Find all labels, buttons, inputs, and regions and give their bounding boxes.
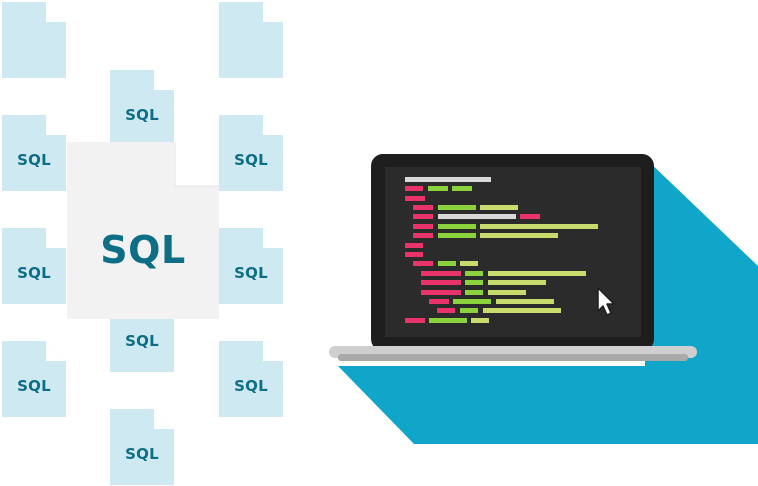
document-icon (2, 341, 66, 417)
file-label: SQL (125, 445, 159, 463)
code-token (421, 271, 461, 276)
laptop-base-lip (338, 354, 688, 361)
code-token (421, 290, 461, 295)
sql-file: SQL (219, 115, 283, 191)
document-icon (2, 228, 66, 304)
code-token (413, 261, 433, 266)
code-token (438, 261, 456, 266)
document-icon (219, 228, 283, 304)
code-token (405, 243, 423, 248)
sql-file (219, 2, 283, 78)
document-icon (219, 341, 283, 417)
document-icon (67, 142, 219, 319)
code-token (488, 271, 586, 276)
code-token (413, 224, 433, 229)
code-token (437, 308, 455, 313)
code-token (488, 280, 546, 285)
sql-file (2, 2, 66, 78)
file-label: SQL (125, 332, 159, 350)
code-token (480, 224, 598, 229)
document-icon (110, 409, 174, 485)
code-token (405, 186, 423, 191)
sql-file: SQL (110, 70, 174, 146)
sql-file: SQL (2, 115, 66, 191)
code-token (438, 205, 476, 210)
document-icon (2, 2, 66, 78)
file-label: SQL (234, 377, 268, 395)
sql-file: SQL (219, 341, 283, 417)
file-label: SQL (17, 151, 51, 169)
code-token (421, 280, 461, 285)
code-token (413, 214, 433, 219)
code-token (483, 308, 561, 313)
code-token (429, 299, 449, 304)
code-token (520, 214, 540, 219)
code-token (405, 177, 491, 182)
code-token (438, 224, 476, 229)
code-token (460, 308, 478, 313)
file-label: SQL (17, 264, 51, 282)
code-token (496, 299, 554, 304)
document-icon (110, 70, 174, 146)
code-token (405, 318, 425, 323)
code-token (465, 280, 483, 285)
code-token (480, 205, 518, 210)
code-token (452, 186, 472, 191)
code-token (453, 299, 491, 304)
file-label: SQL (17, 377, 51, 395)
file-label: SQL (234, 151, 268, 169)
code-lines (405, 177, 598, 323)
sql-file: SQL (2, 341, 66, 417)
sql-file: SQL (219, 228, 283, 304)
document-icon (219, 2, 283, 78)
file-label-large: SQL (100, 228, 186, 272)
code-token (428, 186, 448, 191)
code-token (480, 233, 558, 238)
code-token (438, 233, 476, 238)
file-label: SQL (234, 264, 268, 282)
code-token (405, 196, 425, 201)
code-token (465, 271, 483, 276)
document-icon (219, 115, 283, 191)
sql-file: SQL (110, 409, 174, 485)
code-token (405, 252, 423, 257)
code-token (413, 205, 433, 210)
sql-file-large: SQL (67, 142, 219, 319)
code-token (438, 214, 516, 219)
code-token (460, 261, 478, 266)
code-token (413, 233, 433, 238)
code-token (465, 290, 483, 295)
code-token (429, 318, 467, 323)
sql-file: SQL (2, 228, 66, 304)
file-label: SQL (125, 106, 159, 124)
document-icon (2, 115, 66, 191)
code-token (488, 290, 526, 295)
cursor-arrow-icon (597, 287, 615, 316)
code-token (471, 318, 489, 323)
